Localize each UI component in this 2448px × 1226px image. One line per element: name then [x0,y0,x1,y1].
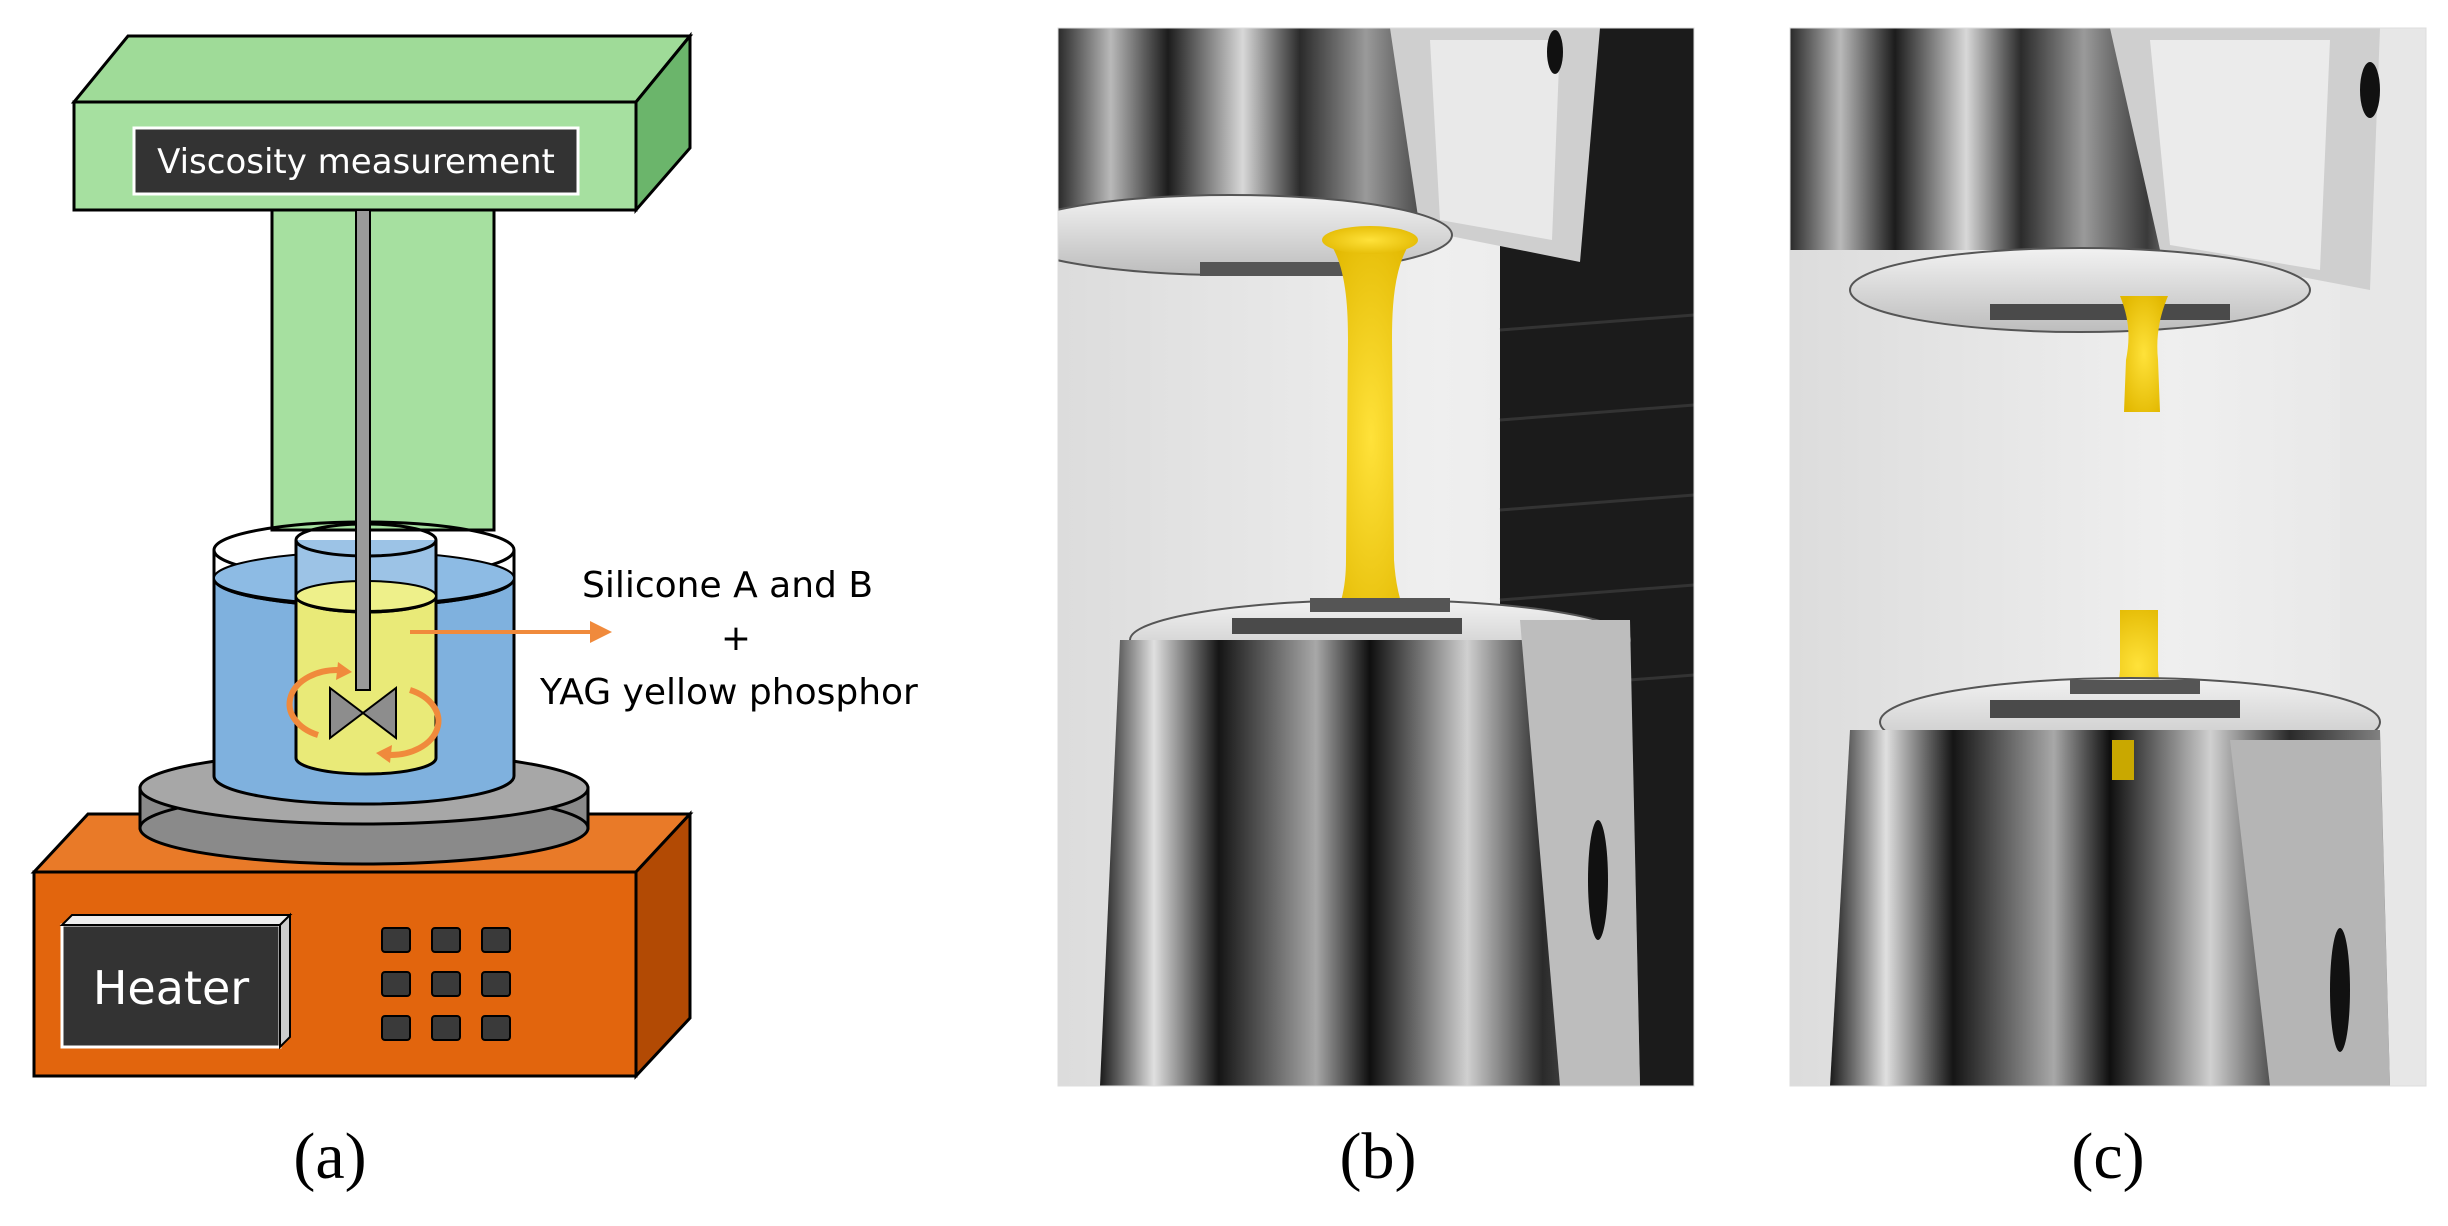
heater-label: Heater [93,961,249,1015]
viscometer-label: Viscosity measurement [157,142,555,182]
viscometer-head: Viscosity measurement [70,31,694,215]
viscometer-column [270,208,496,532]
broken-sample-upper [2120,296,2168,412]
viscometer-label-box [132,126,580,196]
lower-grip [1830,677,2390,1086]
lower-grip [1100,598,1640,1086]
impeller [329,685,397,741]
viscometer-spindle [355,209,371,691]
panel-c-photo: (c) [1789,27,2427,1193]
stretched-sample [1322,226,1420,640]
material-label-line2: YAG yellow phosphor [539,672,918,713]
panel-a-schematic: Viscosity measurement Heater [30,31,918,1193]
material-label-line1: Silicone A and B [582,565,873,606]
panel-c-caption: (c) [2071,1120,2144,1193]
heater-label-box [60,923,282,1049]
material-pointer-arrow [410,621,612,643]
panel-b-caption: (b) [1340,1120,1417,1193]
panel-b-photo: (b) [1057,27,1695,1193]
material-label-plus: + [721,618,751,659]
panel-a-caption: (a) [293,1120,366,1193]
rotation-arrows-icon [286,662,442,763]
upper-grip [1058,28,1600,276]
heater-control-buttons [381,927,511,1041]
upper-grip [1790,28,2380,333]
